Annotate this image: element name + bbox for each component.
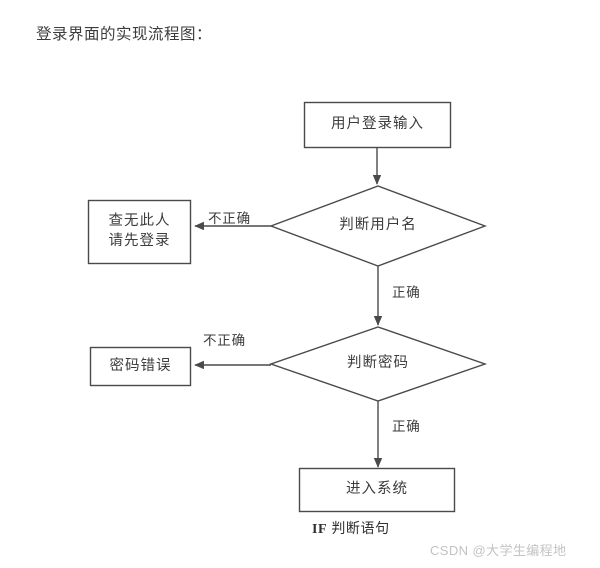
node-user-not-found-shape — [87, 199, 192, 265]
diagram-caption: IF 判断语句 — [312, 518, 390, 538]
node-check-username-shape — [269, 185, 487, 267]
edge-label-password-incorrect: 不正确 — [203, 333, 246, 348]
csdn-watermark: CSDN @大学生编程地 — [430, 543, 567, 558]
node-enter-system-shape — [298, 467, 456, 513]
caption-text: 判断语句 — [331, 522, 390, 537]
node-login-input-shape — [303, 101, 452, 149]
node-check-password-shape — [268, 326, 488, 402]
edge-label-username-correct: 正确 — [392, 285, 421, 300]
node-password-error-shape — [89, 346, 192, 387]
page-title: 登录界面的实现流程图： — [36, 26, 213, 43]
edge-label-username-incorrect: 不正确 — [208, 211, 251, 226]
edge-label-password-correct: 正确 — [392, 419, 421, 434]
caption-if-keyword: IF — [312, 522, 328, 537]
